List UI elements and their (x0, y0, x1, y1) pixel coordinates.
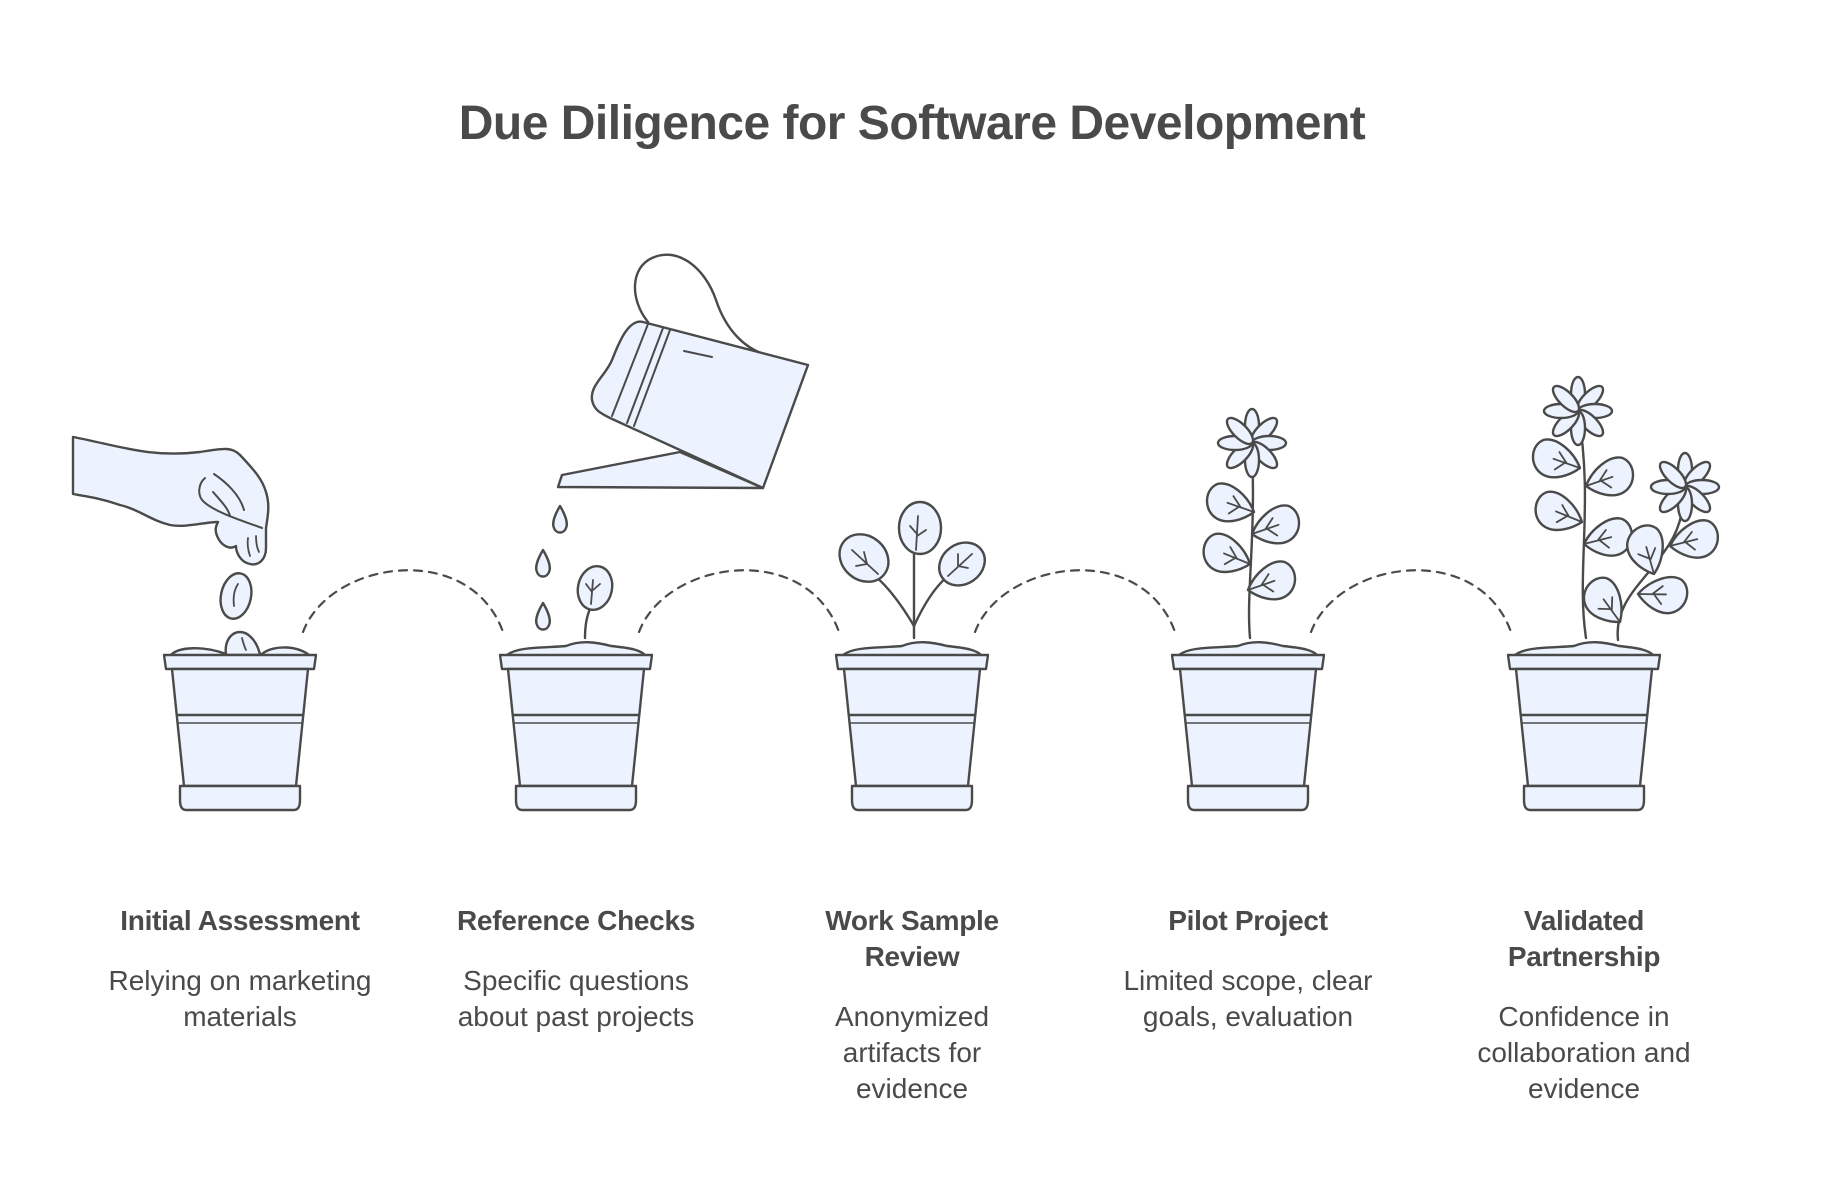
stage-description: Relying on marketing materials (108, 965, 372, 1032)
seedling-icon (838, 500, 986, 658)
stage-initial-assessment: Initial Assessment Relying on marketing … (95, 903, 385, 1035)
pot-3 (834, 500, 990, 812)
stage-heading: Pilot Project (1168, 905, 1328, 936)
diagram-title: Due Diligence for Software Development (458, 97, 1366, 150)
connector-arc-3 (973, 569, 1177, 634)
seed-icon (219, 572, 253, 620)
connector-arc-2 (637, 569, 841, 634)
connector-arc-4 (1309, 569, 1513, 634)
stage-heading: Reference Checks (457, 905, 695, 936)
stage-heading: Work Sample Review (825, 905, 999, 972)
pot-2 (498, 564, 654, 812)
stage-pilot-project: Pilot Project Limited scope, clear goals… (1103, 903, 1393, 1035)
full-flowering-plant-icon (1512, 375, 1723, 658)
dashed-connectors (301, 569, 1513, 634)
stage-heading: Initial Assessment (120, 905, 360, 936)
stage-description: Confidence in collaboration and evidence (1477, 1001, 1691, 1104)
watering-can-icon (556, 253, 810, 490)
stage-description: Anonymized artifacts for evidence (834, 1001, 990, 1104)
flowering-plant-icon (1176, 407, 1320, 658)
hand-icon (71, 435, 270, 566)
stage-work-sample-review: Work Sample Review Anonymized artifacts … (817, 903, 1007, 1107)
water-drop-icons (535, 504, 568, 631)
stage-reference-checks: Reference Checks Specific questions abou… (436, 903, 716, 1035)
stage-description: Specific questions about past projects (457, 965, 695, 1032)
pot-1 (162, 630, 318, 812)
stage-description: Limited scope, clear goals, evaluation (1123, 965, 1373, 1032)
stage-heading: Validated Partnership (1507, 905, 1661, 972)
connector-arc-1 (301, 569, 505, 634)
stage-validated-partnership: Validated Partnership Confidence in coll… (1459, 903, 1709, 1107)
pot-5 (1506, 375, 1723, 812)
pot-4 (1170, 407, 1326, 812)
